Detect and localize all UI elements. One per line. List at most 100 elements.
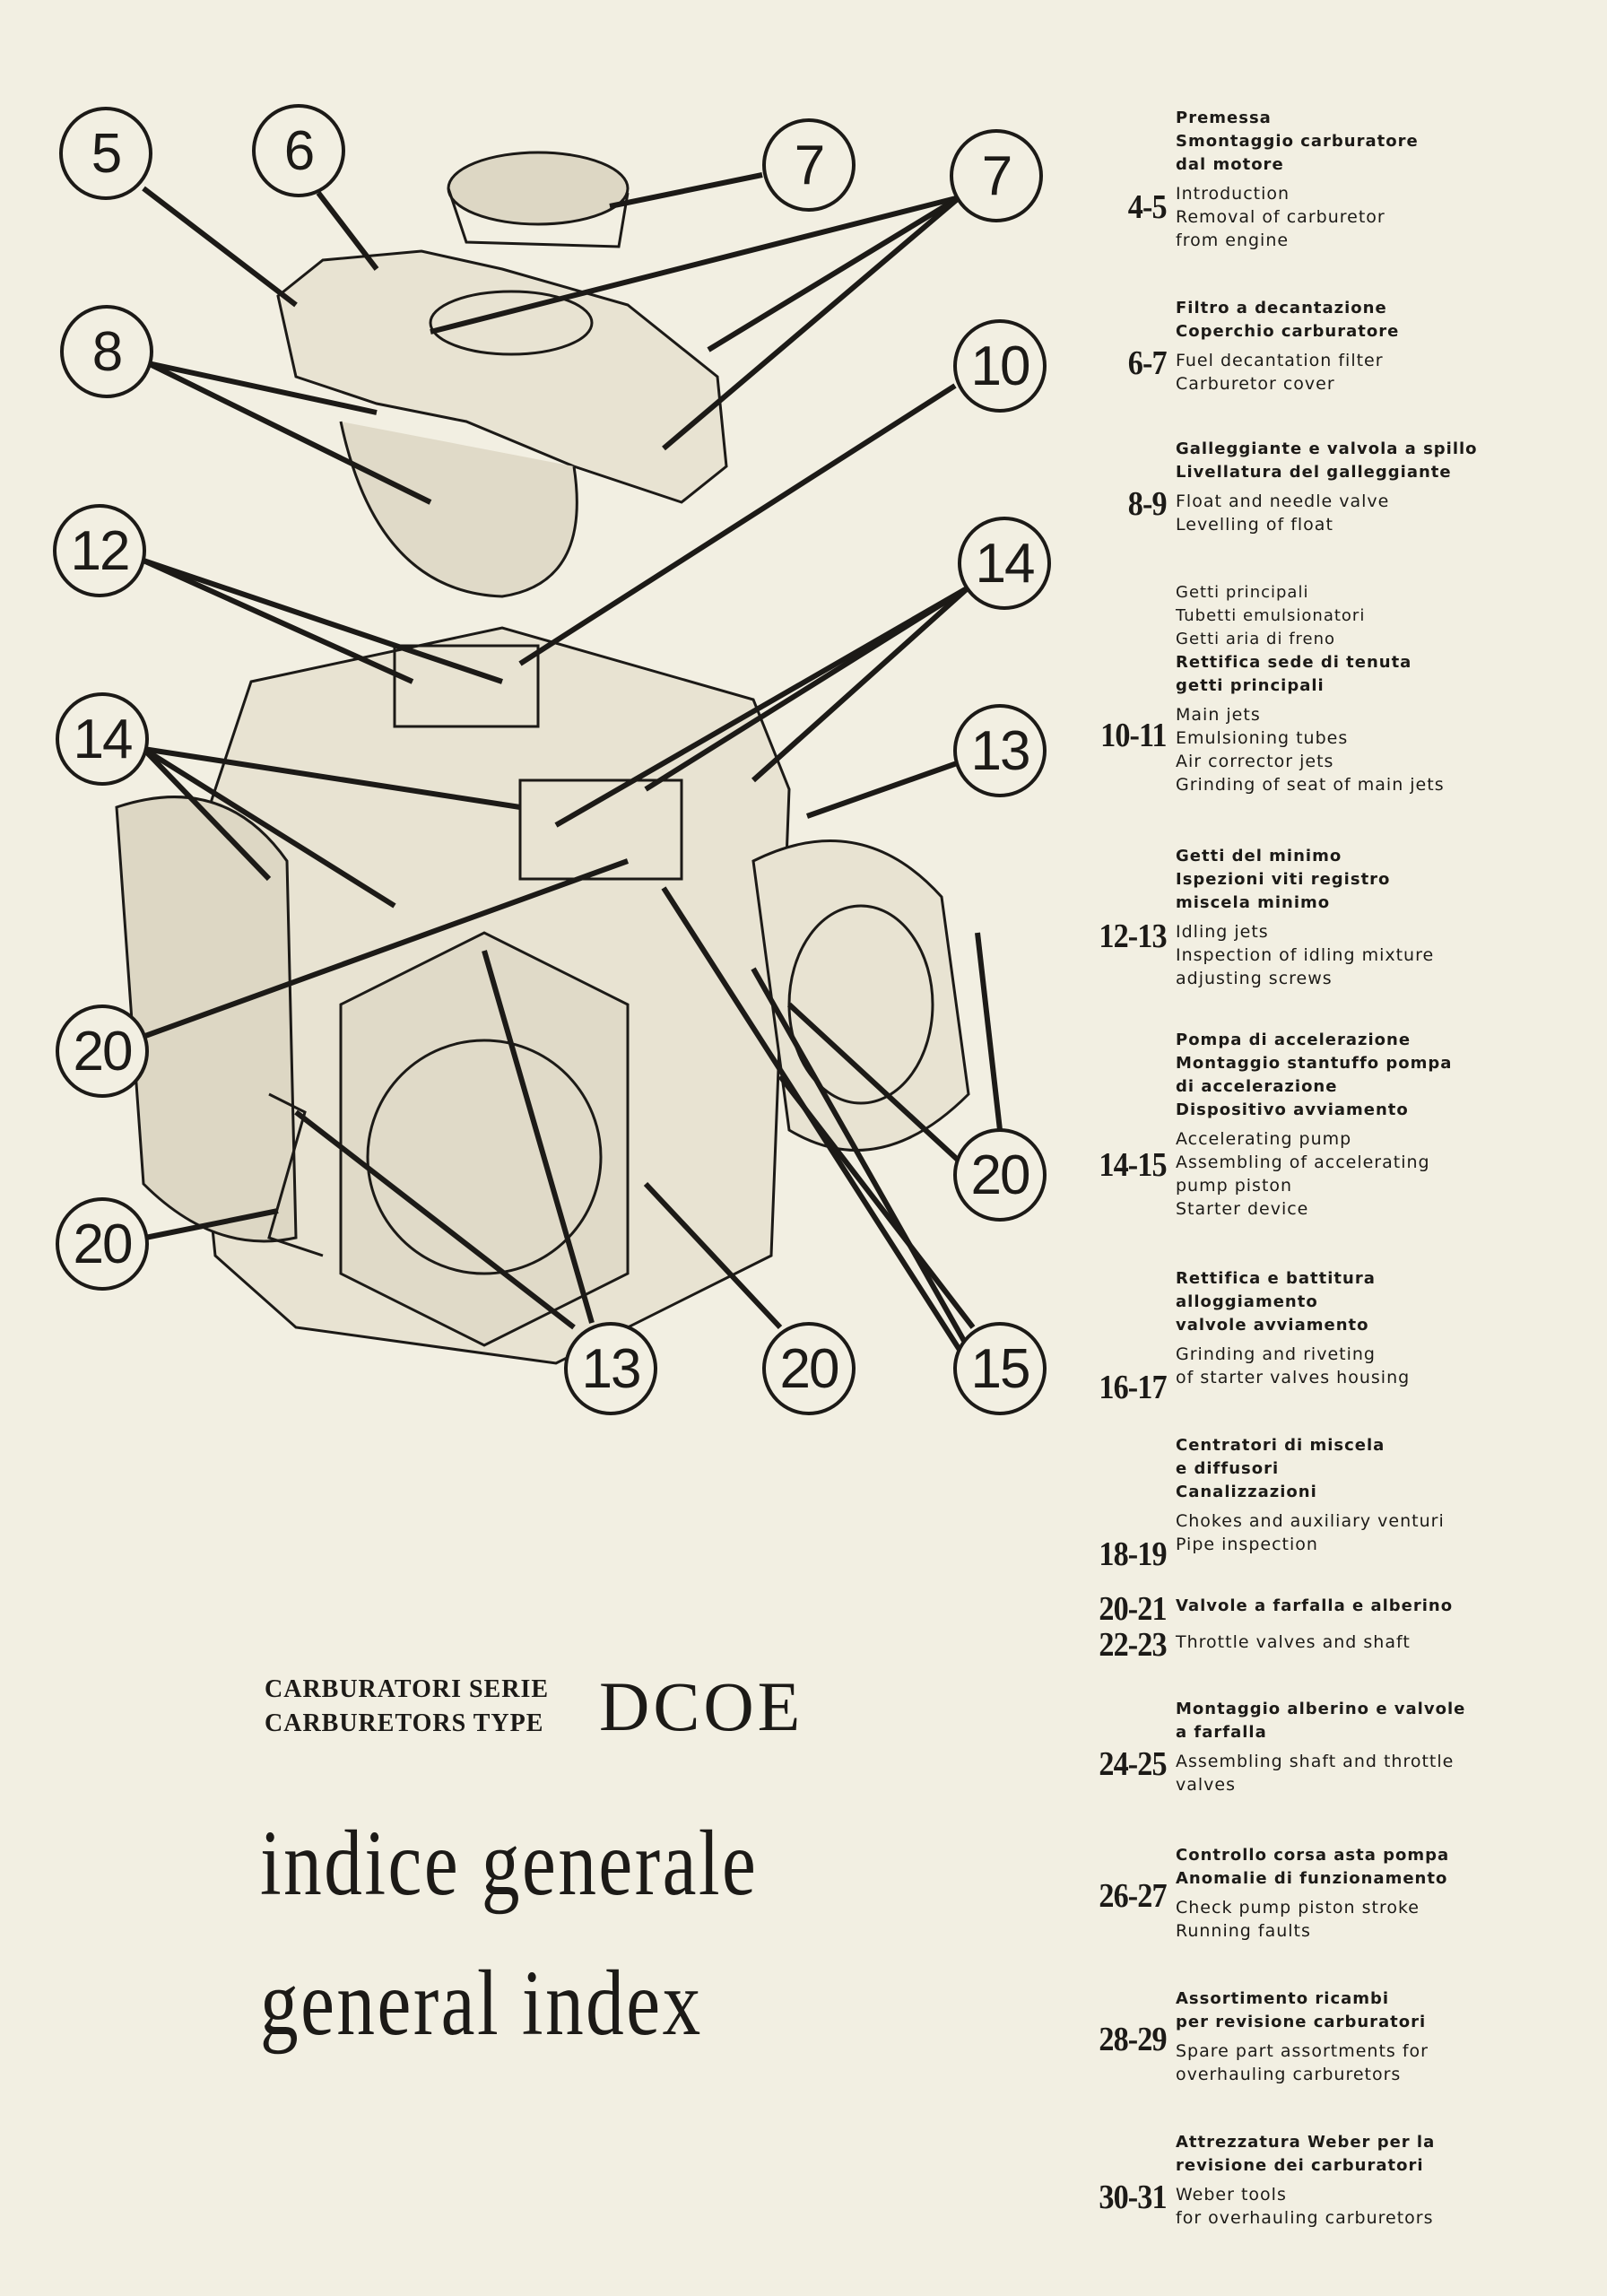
entry-line: Smontaggio carburatore [1176,132,1419,151]
entry-line: dal motore [1176,155,1284,174]
entry-line: Fuel decantation filter [1176,351,1384,370]
entry-line: Spare part assortments for [1176,2041,1429,2061]
callout-20: 20 [56,1197,149,1291]
index-entry: 28-29 Assortimento ricambi per revisione c… [1099,1987,1597,2086]
entry-line: adjusting screws [1176,969,1333,988]
entry-line: Weber tools [1176,2185,1287,2205]
carburetor-cover [276,249,728,504]
model-name: DCOE [599,1667,804,1745]
page-range: 26-27 [1099,1877,1168,1915]
entry-line: Filtro a decantazione [1176,299,1387,317]
italian-title: Assortimento ricambi per revisione carbur… [1176,1987,1597,2034]
entry-line: Removal of carburetor [1176,207,1385,227]
entry-line: e diffusori [1176,1459,1280,1478]
entry-line: Coperchio carburatore [1176,322,1400,341]
entry-line: Main jets [1176,705,1261,725]
entry-line: Valvole a farfalla e alberino [1176,1596,1454,1615]
entry-line: valves [1176,1775,1236,1795]
entry-line: from engine [1176,230,1290,250]
entry-line: Grinding of seat of main jets [1176,775,1445,795]
entry-line: Montaggio stantuffo pompa [1176,1054,1453,1073]
entry-line: revisione dei carburatori [1176,2156,1424,2175]
entry-line: Attrezzatura Weber per la [1176,2133,1436,2152]
entry-line: pump piston [1176,1176,1293,1196]
entry-line: Centratori di miscela [1176,1436,1385,1455]
callout-14: 14 [958,517,1051,610]
callout-7: 7 [762,118,856,212]
entry-line: Chokes and auxiliary venturi [1176,1511,1445,1531]
entry-line: valvole avviamento [1176,1316,1369,1335]
callout-10: 10 [953,319,1047,413]
leader-lines [141,172,1003,1352]
entry-line: a farfalla [1176,1723,1267,1742]
entry-line: for overhauling carburetors [1176,2208,1434,2228]
page-range: 18-19 [1099,1535,1168,1573]
entry-line: Anomalie di funzionamento [1176,1869,1448,1888]
entry-line: Emulsioning tubes [1176,728,1349,748]
entry-line: Carburetor cover [1176,374,1335,394]
carburetor-drawing [115,151,1003,1365]
italian-title: Attrezzatura Weber per la revisione dei c… [1176,2131,1597,2178]
entry-line: Running faults [1176,1921,1311,1941]
entry-line: Ispezioni viti registro [1176,870,1391,889]
entry-line: Throttle valves and shaft [1176,1632,1411,1652]
entry-line: overhauling carburetors [1176,2065,1402,2084]
entry-line: alloggiamento [1176,1292,1318,1311]
callout-20: 20 [56,1004,149,1098]
page-range: 28-29 [1099,2021,1168,2058]
index-entry: 30-31 Attrezzatura Weber per la revisione … [1099,2131,1597,2230]
entry-line: Livellatura del galleggiante [1176,463,1452,482]
entry-line: Rettifica sede di tenuta [1176,653,1412,672]
carburetor-exploded-illustration: 5 6 7 7 8 10 12 14 14 13 20 20 20 13 20 … [0,0,1103,1525]
page-range: 30-31 [1099,2179,1168,2216]
entry-line: Montaggio alberino e valvole [1176,1700,1466,1718]
callout-5: 5 [59,107,152,200]
entry-line: di accelerazione [1176,1077,1338,1096]
italian-title: Valvole a farfalla e alberino [1176,1595,1597,1618]
callout-14: 14 [56,692,149,786]
page-range: 16-17 [1099,1369,1168,1406]
entry-line: Tubetti emulsionatori [1176,606,1366,625]
callout-13: 13 [953,704,1047,797]
entry-line: Pipe inspection [1176,1535,1318,1554]
callout-6: 6 [252,104,345,197]
entry-line: Controllo corsa asta pompa [1176,1846,1450,1865]
english-title: Weber tools for overhauling carburetors [1176,2183,1597,2230]
callout-8: 8 [60,305,153,398]
index-title-it: indice generale [260,1812,759,1915]
entry-line: of starter valves housing [1176,1368,1411,1387]
entry-line: Assortimento ricambi [1176,1989,1390,2008]
series-label-it: CARBURATORI SERIE [265,1675,550,1703]
entry-line: Check pump piston stroke [1176,1898,1420,1918]
entry-line: Assembling of accelerating [1176,1152,1430,1172]
entry-line: per revisione carburatori [1176,2013,1427,2031]
entry-line: Getti aria di freno [1176,630,1336,648]
callout-15: 15 [953,1322,1047,1415]
page-range: 14-15 [1099,1146,1168,1184]
italian-title: Montaggio alberino e valvole a farfalla [1176,1698,1597,1744]
page-range: 12-13 [1099,918,1168,955]
entry-line: Dispositivo avviamento [1176,1100,1409,1119]
